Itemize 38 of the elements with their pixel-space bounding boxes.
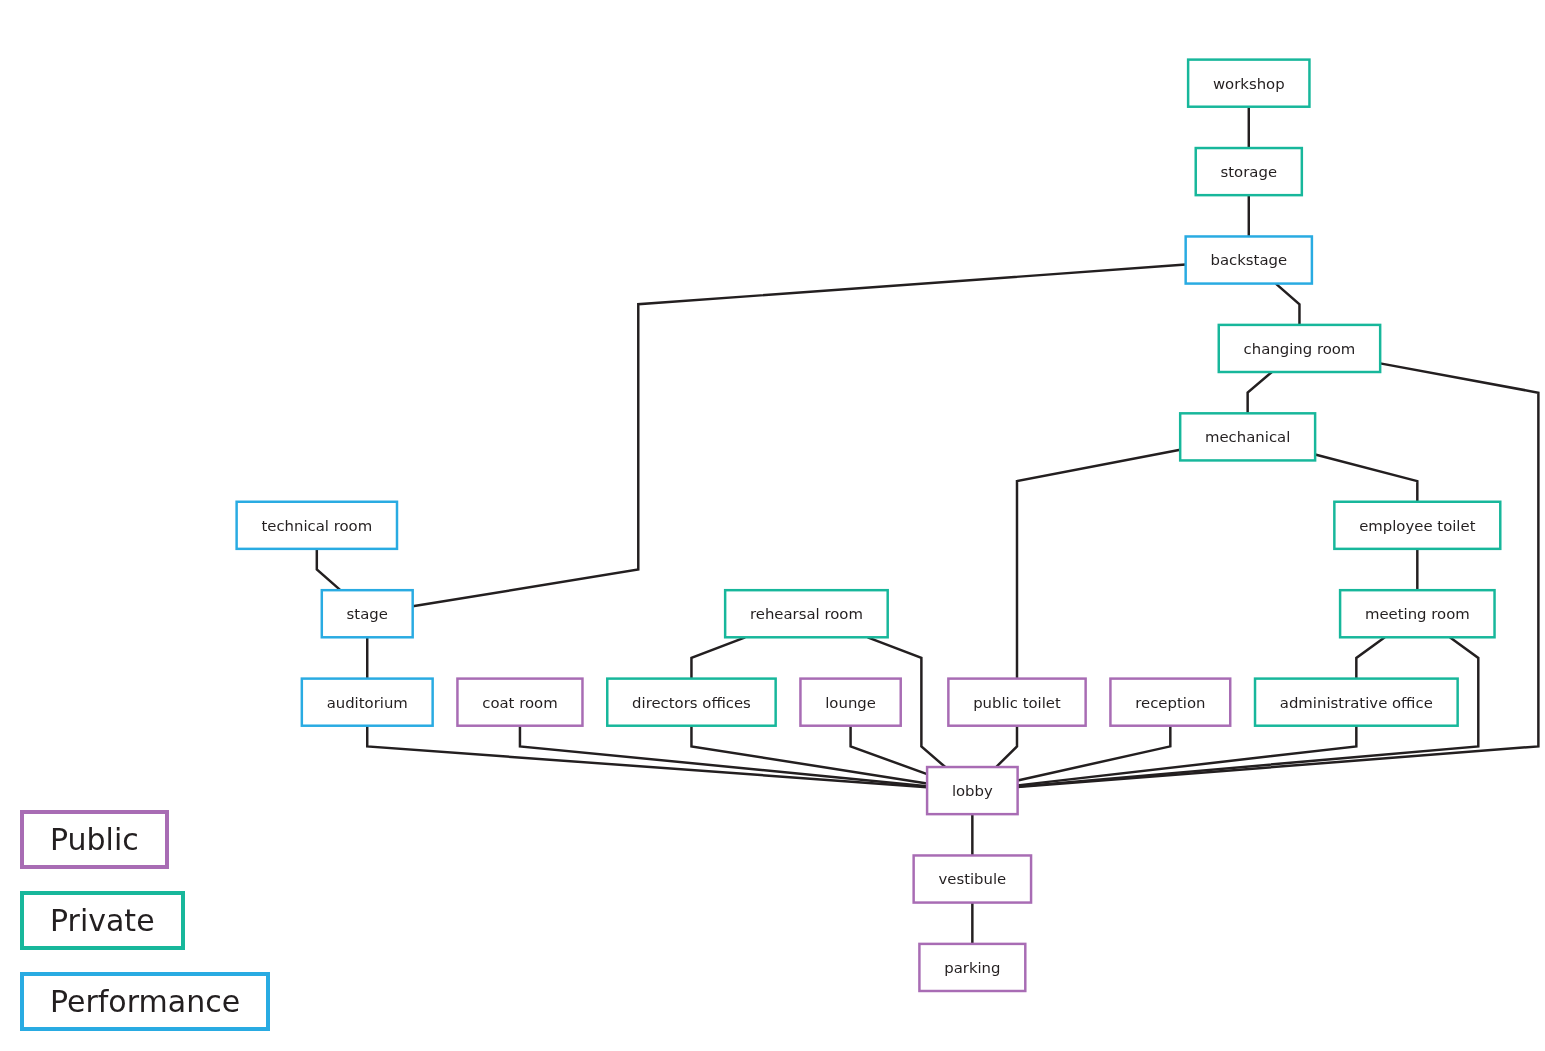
node-box: lounge bbox=[799, 677, 902, 728]
node-box: auditorium bbox=[300, 677, 434, 728]
connector bbox=[1017, 725, 1358, 787]
node-box: coat room bbox=[456, 677, 584, 728]
node-box: vestibule bbox=[912, 854, 1033, 904]
node-box: backstage bbox=[1184, 235, 1314, 285]
connector bbox=[1017, 725, 1172, 782]
node-box: reception bbox=[1109, 677, 1232, 728]
connector bbox=[1247, 106, 1250, 149]
node-box: stage bbox=[320, 589, 414, 639]
node-box: parking bbox=[918, 942, 1027, 993]
connector bbox=[849, 725, 928, 776]
connector bbox=[412, 263, 1186, 608]
connector bbox=[1017, 362, 1540, 789]
connector bbox=[1015, 448, 1181, 679]
connector bbox=[690, 725, 928, 785]
node-box: employee toilet bbox=[1333, 500, 1502, 551]
node-box: storage bbox=[1194, 147, 1304, 197]
legend-item: Private bbox=[20, 891, 185, 950]
node-box: technical room bbox=[235, 500, 399, 551]
connector bbox=[366, 637, 369, 679]
node-box: mechanical bbox=[1178, 412, 1317, 462]
node-box: directors offices bbox=[606, 677, 777, 728]
connector bbox=[366, 725, 928, 789]
connector bbox=[518, 725, 928, 788]
node-box: rehearsal room bbox=[723, 589, 889, 639]
node-box: meeting room bbox=[1338, 589, 1496, 639]
legend-item: Performance bbox=[20, 972, 271, 1031]
node-box: administrative office bbox=[1253, 677, 1459, 728]
legend-item: Public bbox=[20, 810, 169, 869]
connector bbox=[1416, 549, 1419, 591]
node-box: workshop bbox=[1186, 58, 1311, 109]
node-box: changing room bbox=[1217, 323, 1382, 374]
node-box: public toilet bbox=[947, 677, 1087, 728]
connector bbox=[971, 902, 974, 945]
node-box: lobby bbox=[925, 766, 1019, 816]
connector bbox=[971, 814, 974, 856]
connector bbox=[1247, 195, 1250, 237]
